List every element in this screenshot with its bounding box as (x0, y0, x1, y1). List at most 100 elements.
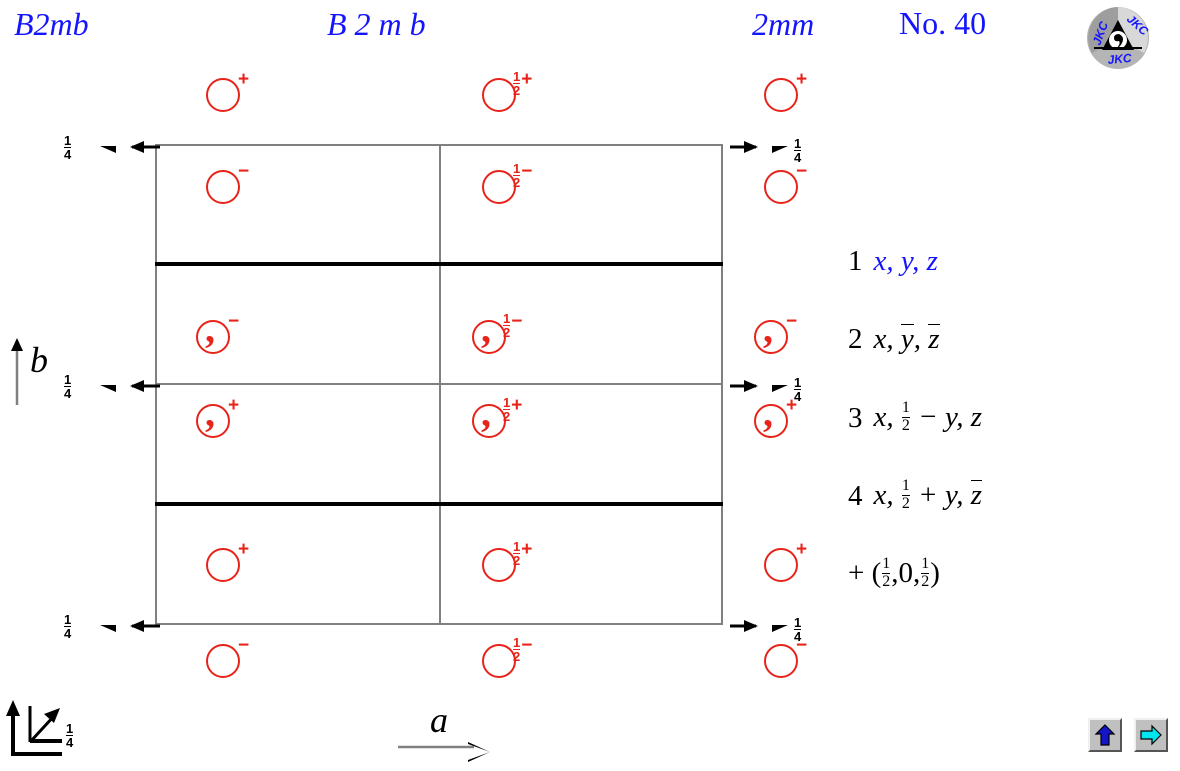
comma-glyph: , (481, 390, 491, 435)
comma-circle-icon: , (472, 393, 506, 438)
half-num: 1 (513, 635, 521, 650)
op-text: , (912, 245, 920, 277)
sign-glyph: + (796, 539, 808, 560)
cell-horizontal-midline (155, 383, 723, 385)
half-den: 2 (513, 649, 521, 665)
nav-up-button[interactable] (1088, 718, 1122, 752)
glide-arrow-pair-left (100, 620, 160, 632)
up-arrow-icon (1094, 724, 1116, 746)
op-text (894, 245, 901, 277)
op-text: , (956, 401, 964, 433)
sign-glyph: + (238, 69, 250, 90)
comma-circle-icon: , (754, 309, 788, 354)
op-text: z (926, 245, 938, 277)
a-axis-arrow-icon (398, 742, 490, 762)
quarter-den: 4 (64, 626, 72, 642)
svg-text:JKC: JKC (1107, 51, 1132, 67)
circle-icon (206, 78, 240, 112)
sign-glyph: + (796, 69, 808, 90)
op-text (894, 401, 901, 433)
origin-quarter-num: 1 (66, 721, 74, 736)
quarter-num: 1 (64, 133, 72, 148)
quarter-fraction: 1 4 (64, 133, 72, 162)
op-text: , (913, 323, 921, 355)
height-superscript: + (237, 540, 249, 559)
op-text: + (918, 479, 938, 511)
origin-corner-indicator: 1 4 (4, 698, 74, 765)
sign-glyph: − (511, 311, 523, 332)
quarter-fraction: 1 4 (794, 615, 802, 645)
sign-glyph: + (521, 69, 533, 90)
space-group-number: No. 40 (899, 5, 987, 41)
height-superscript: − (795, 635, 808, 656)
op-text (938, 479, 945, 511)
right-arrow-icon (1140, 724, 1162, 746)
half-den: 2 (503, 409, 511, 425)
op-text (864, 557, 871, 589)
full-arrow-right (744, 141, 758, 153)
op-half-num: 1 (901, 477, 910, 495)
op-text: , (886, 245, 894, 277)
op-text (938, 401, 945, 433)
op-text (963, 401, 970, 433)
op-text: z (970, 401, 983, 433)
half-num: 1 (513, 69, 521, 84)
quarter-num: 1 (794, 136, 802, 151)
comma-glyph: , (205, 306, 215, 351)
op-text: , (886, 479, 894, 511)
full-arrow-left (130, 141, 144, 153)
op-text: y (944, 401, 957, 433)
op-text: ( (871, 557, 882, 589)
op-text: y (900, 245, 913, 277)
comma-circle-icon: , (754, 393, 788, 438)
sign-glyph: − (521, 635, 533, 656)
sign-glyph: − (796, 635, 808, 656)
comma-glyph: , (763, 390, 773, 435)
b-axis-indicator: b (8, 335, 48, 410)
page-title-hm-full: B 2 m b (327, 6, 426, 42)
operation-coordinates: x, y, z (874, 323, 940, 356)
op-text (963, 479, 970, 511)
half-den: 2 (513, 175, 521, 191)
quarter-den: 4 (794, 389, 802, 405)
op-text: x (873, 323, 887, 355)
height-superscript: + (795, 539, 808, 560)
circle-icon (206, 170, 240, 204)
jkc-logo-graphic: JKC JKC JKC (1087, 7, 1150, 69)
op-overline-variable: z (928, 323, 940, 355)
circle-icon (764, 170, 798, 204)
half-den: 2 (513, 83, 521, 99)
origin-axes-icon (6, 700, 62, 756)
sign-glyph: + (511, 395, 523, 416)
comma-circle-icon: , (472, 309, 506, 354)
sign-glyph: − (786, 311, 798, 332)
op-half-num: 1 (882, 555, 891, 573)
quarter-num: 1 (794, 615, 802, 630)
page-title-hm-short: B2mb (14, 6, 89, 42)
quarter-den: 4 (794, 629, 802, 645)
comma-glyph: , (205, 390, 215, 435)
quarter-num: 1 (794, 375, 802, 390)
comma-circle-icon: , (196, 393, 230, 438)
mirror-line-upper (155, 262, 723, 266)
op-text: ) (930, 557, 940, 589)
height-superscript: + (237, 69, 250, 90)
circle-icon (764, 644, 798, 678)
circle-icon (482, 170, 516, 204)
op-half-den: 2 (882, 572, 891, 590)
height-superscript: − (795, 162, 807, 181)
nav-right-button[interactable] (1134, 718, 1168, 752)
operation-index: 2 (848, 323, 863, 355)
